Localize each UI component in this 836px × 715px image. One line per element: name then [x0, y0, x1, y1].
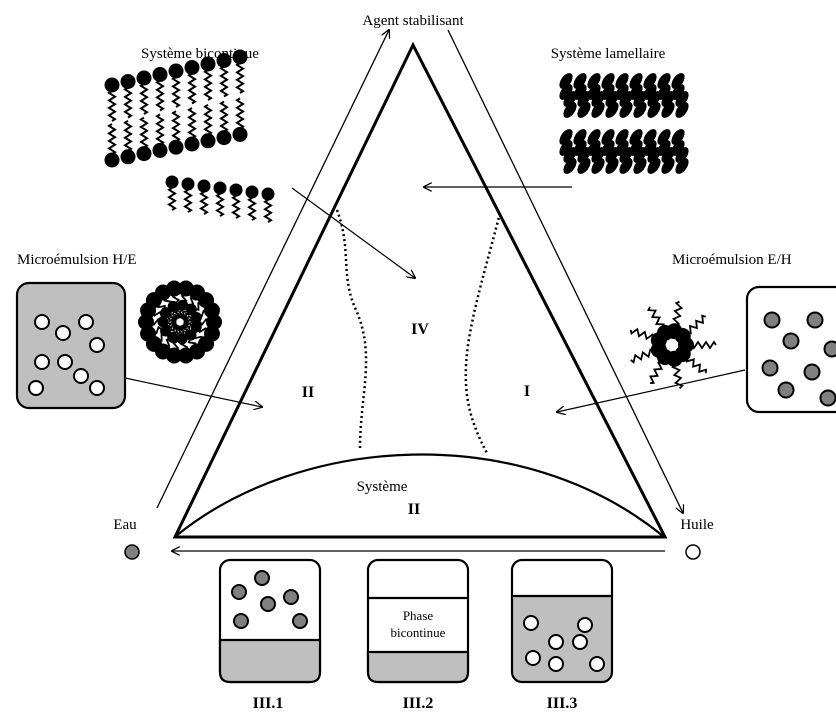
oil-vertex-label: Huile: [680, 517, 714, 533]
oil-droplet-icon: [685, 544, 701, 560]
jar-III-2-label: III.2: [403, 695, 434, 712]
bottom-region-numeral: II: [408, 501, 420, 518]
jar-III-1-label: III.1: [253, 695, 284, 712]
water-to-surfactant-arrow: [156, 30, 389, 509]
oil-in-water-micelle-icon: [138, 280, 222, 364]
lamellar-structure-icon: [559, 73, 689, 174]
region-label-center: IV: [411, 321, 429, 338]
oil-in-water-droplets: [28, 314, 105, 396]
jar-III-1: [218, 558, 322, 684]
oil-in-water-label: Microémulsion H/E: [17, 252, 137, 268]
bicontinuous-pointer-arrow: [291, 187, 415, 278]
jar-III-2-phase-line1: Phase: [403, 608, 434, 623]
water-in-oil-micelle-icon: [629, 300, 717, 389]
jar-III-3: [510, 558, 614, 684]
microemulsion-boundary-curve: [175, 453, 664, 537]
left-dotted-boundary: [335, 209, 368, 449]
bottom-region-word: Système: [357, 479, 408, 495]
water-vertex-label: Eau: [113, 517, 137, 533]
surfactant-vertex-label: Agent stabilisant: [362, 13, 464, 29]
region-label-left: II: [302, 384, 314, 401]
jar-III-3-label: III.3: [547, 695, 578, 712]
water-droplet-icon: [124, 544, 140, 560]
water-in-oil-droplets: [761, 311, 836, 407]
right-dotted-boundary: [464, 212, 502, 456]
ternary-triangle: [172, 41, 668, 539]
surfactant-to-oil-arrow: [447, 29, 683, 513]
water-in-oil-pointer-arrow: [557, 369, 746, 412]
oil-in-water-pointer-arrow: [124, 377, 262, 407]
bicontinuous-structure-icon: [104, 49, 275, 223]
water-in-oil-label: Microémulsion E/H: [672, 252, 792, 268]
region-label-right: I: [524, 383, 530, 400]
oil-in-water-box: [15, 281, 127, 410]
lamellar-label: Système lamellaire: [551, 46, 666, 62]
jar-III-2-phase-line2: bicontinue: [391, 625, 446, 640]
jar-III-2: [366, 558, 470, 684]
